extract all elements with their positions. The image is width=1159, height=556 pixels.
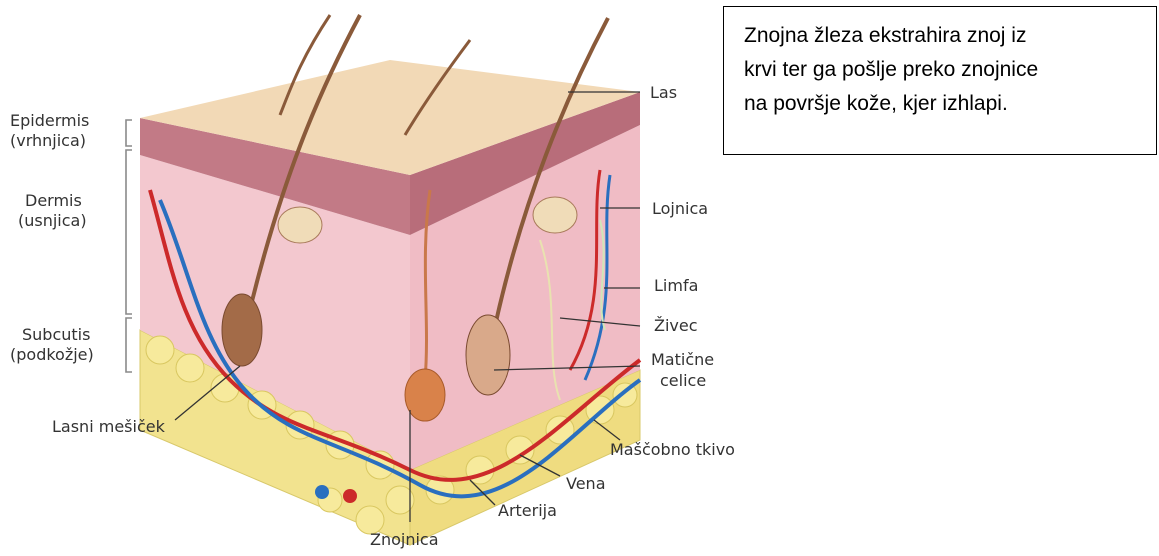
hair-follicle-right bbox=[466, 315, 510, 395]
lasni-label: Lasni mešiček bbox=[52, 417, 166, 436]
sebaceous-gland-left bbox=[278, 207, 322, 243]
vena-label: Vena bbox=[566, 474, 606, 493]
artery-cut bbox=[343, 489, 357, 503]
epidermis-label: Epidermis bbox=[10, 111, 89, 130]
subcutis-bracket bbox=[126, 318, 132, 372]
caption-box: Znojna žleza ekstrahira znoj iz krvi ter… bbox=[723, 6, 1157, 155]
layer-brackets bbox=[126, 120, 132, 372]
lojnica-label: Lojnica bbox=[652, 199, 708, 218]
maticne-label-2: celice bbox=[660, 371, 706, 390]
dermis-sub-label: (usnjica) bbox=[18, 211, 87, 230]
skin-block bbox=[140, 15, 640, 545]
mascobno-label: Maščobno tkivo bbox=[610, 440, 735, 459]
vein-cut bbox=[315, 485, 329, 499]
subcutis-sub-label: (podkožje) bbox=[10, 345, 94, 364]
epidermis-sub-label: (vrhnjica) bbox=[10, 131, 86, 150]
hair-follicle-left bbox=[222, 294, 262, 366]
zivec-label: Živec bbox=[654, 316, 698, 335]
znojnica-label: Znojnica bbox=[370, 530, 439, 549]
maticne-label-1: Matične bbox=[651, 350, 714, 369]
arterija-label: Arterija bbox=[498, 501, 557, 520]
limfa-label: Limfa bbox=[654, 276, 698, 295]
epidermis-bracket bbox=[126, 120, 132, 146]
dermis-bracket bbox=[126, 150, 132, 314]
caption-text: Znojna žleza ekstrahira znoj iz krvi ter… bbox=[744, 19, 1140, 121]
las-label: Las bbox=[650, 83, 677, 102]
dermis-label: Dermis bbox=[25, 191, 82, 210]
sweat-gland bbox=[405, 369, 445, 421]
sebaceous-gland-right bbox=[533, 197, 577, 233]
subcutis-label: Subcutis bbox=[22, 325, 90, 344]
